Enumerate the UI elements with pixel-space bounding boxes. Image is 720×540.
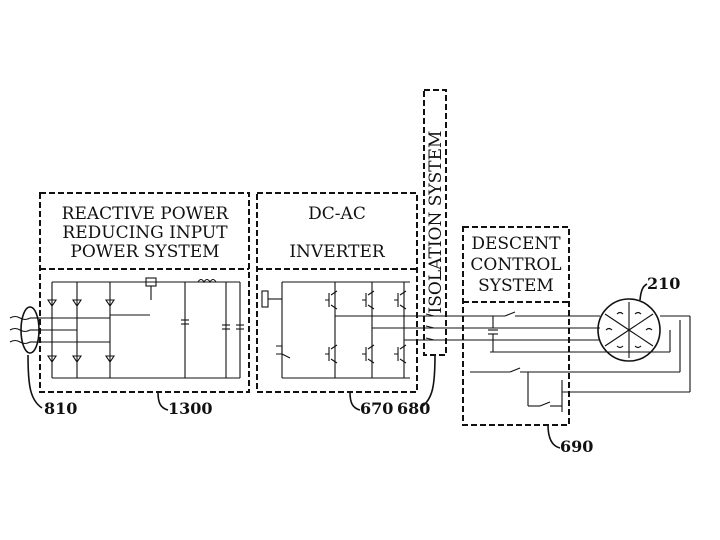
ref-210: 210 bbox=[647, 274, 680, 293]
ref-690: 690 bbox=[560, 437, 593, 456]
descent-title-line1: DESCENT bbox=[471, 234, 561, 254]
ref-1300: 1300 bbox=[168, 399, 213, 418]
input-coil bbox=[10, 307, 42, 408]
isolation-title: ISOLATION SYSTEM bbox=[426, 131, 446, 314]
inverter-title-line2: INVERTER bbox=[289, 242, 386, 262]
ref-680: 680 bbox=[397, 399, 430, 418]
descent-title-line2: CONTROL bbox=[470, 255, 561, 275]
descent-control-circuit bbox=[470, 312, 690, 412]
leader-210 bbox=[640, 284, 647, 300]
rectifier-circuit bbox=[42, 278, 244, 378]
leader-670 bbox=[350, 392, 360, 410]
motor-symbol bbox=[598, 299, 660, 361]
reactive-power-title-line1: REACTIVE POWER bbox=[62, 204, 230, 224]
reactive-power-title-line2: REDUCING INPUT bbox=[62, 223, 228, 243]
leader-690 bbox=[548, 425, 560, 448]
inverter-title-line1: DC-AC bbox=[308, 204, 366, 224]
reactive-power-title-line3: POWER SYSTEM bbox=[70, 242, 219, 262]
descent-title-line3: SYSTEM bbox=[478, 276, 554, 296]
ref-810: 810 bbox=[44, 399, 77, 418]
leader-1300 bbox=[158, 392, 168, 410]
ref-670: 670 bbox=[360, 399, 393, 418]
isolation-contacts bbox=[426, 314, 446, 340]
